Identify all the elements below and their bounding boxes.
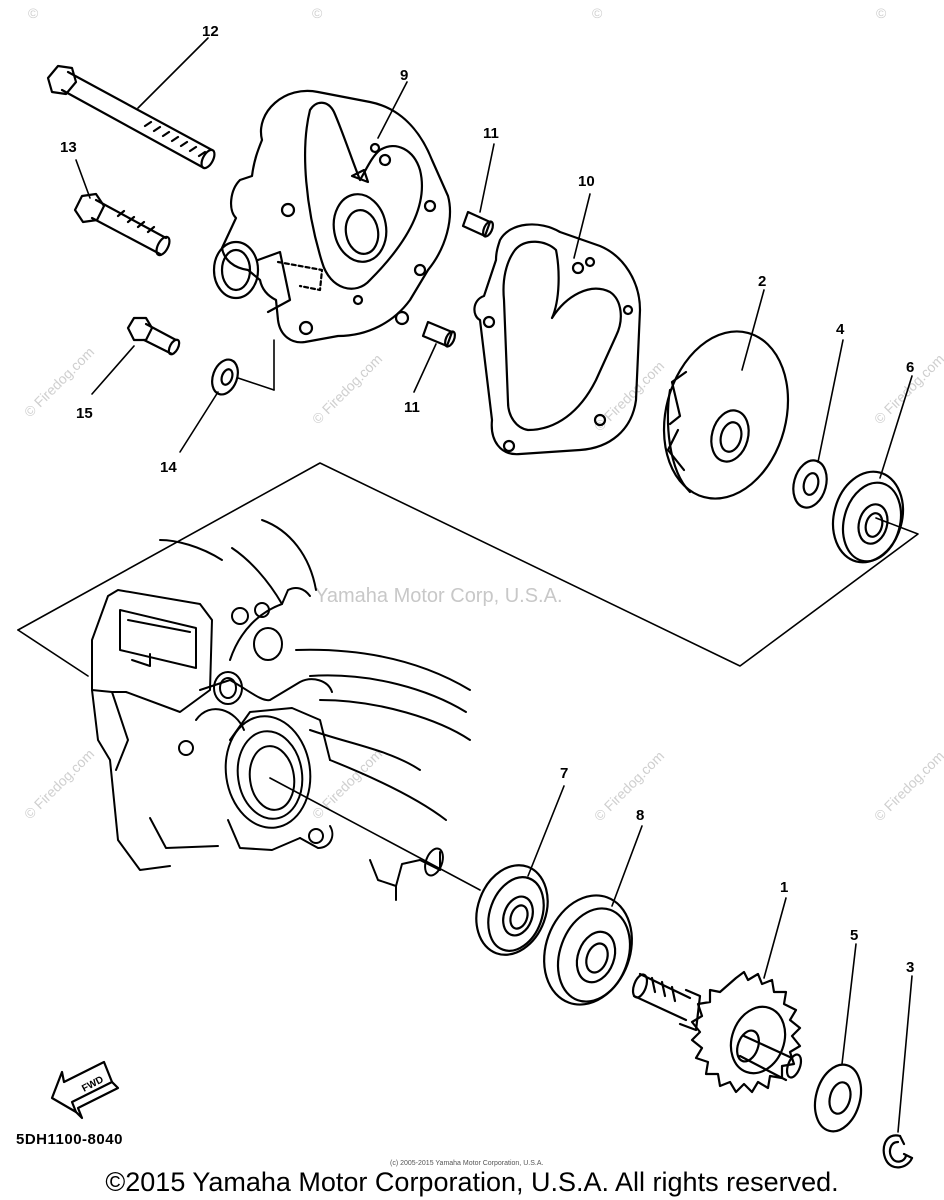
callout-2: 2 [758, 273, 766, 290]
callout-15: 15 [76, 405, 93, 422]
washer-14-icon [211, 358, 239, 396]
leader-lines [75, 37, 913, 1133]
callout-4: 4 [836, 321, 845, 338]
callout-13: 13 [60, 139, 77, 156]
watermark-yamaha: Yamaha Motor Corp, U.S.A. [315, 585, 563, 607]
reference-plane-line-2 [17, 629, 89, 677]
bolt-12-icon [46, 64, 216, 170]
callout-10: 10 [578, 173, 595, 190]
oil-seal-6-icon [831, 470, 905, 564]
bolt-13-icon [73, 192, 171, 257]
callout-11b: 11 [404, 399, 420, 416]
callout-7: 7 [560, 765, 568, 782]
callout-12: 12 [202, 23, 219, 40]
watermark-corner-3: © [592, 5, 603, 21]
gasket-10-icon [473, 223, 642, 456]
callout-8: 8 [636, 807, 644, 824]
watermark-corner-2: © [312, 5, 323, 21]
copyright-notice: ©2015 Yamaha Motor Corporation, U.S.A. A… [105, 1167, 839, 1197]
watermark-firedog-6: © Firedog.com [309, 746, 385, 822]
callout-6: 6 [906, 359, 914, 376]
fwd-arrow-icon: FWD [50, 1060, 120, 1120]
callout-14: 14 [160, 459, 177, 476]
callout-3: 3 [906, 959, 914, 976]
watermark-firedog: © Firedog.com [309, 351, 385, 427]
fine-print: (c) 2005-2015 Yamaha Motor Corporation, … [390, 1160, 544, 1167]
callout-9: 9 [400, 67, 408, 84]
reference-plane-line [17, 462, 919, 667]
watermark-corner-4: © [876, 5, 887, 21]
bearing-8-icon [543, 894, 633, 1006]
pump-housing-9-icon [212, 89, 452, 344]
washer-4-icon [792, 459, 828, 509]
watermark-firedog-7: © Firedog.com [591, 748, 667, 824]
watermark-firedog-8: © Firedog.com [871, 748, 944, 824]
callout-11a: 11 [483, 125, 499, 142]
watermark-firedog-5: © Firedog.com [21, 746, 97, 822]
impeller-2-icon [662, 330, 790, 500]
bearing-7-icon [475, 864, 549, 956]
dowel-pin-11b-icon [421, 320, 456, 348]
pump-shaft-1-icon [631, 970, 803, 1094]
callout-1: 1 [780, 879, 788, 896]
diagram-code: 5DH1100-8040 [16, 1131, 123, 1148]
watermark-corner-1: © [28, 5, 39, 21]
dowel-pin-11a-icon [461, 210, 494, 238]
callout-5: 5 [850, 927, 858, 944]
washer-5-icon [813, 1063, 863, 1133]
crankcase-icon [91, 519, 481, 901]
circlip-3-icon [882, 1134, 914, 1169]
bolt-15-icon [126, 316, 181, 356]
